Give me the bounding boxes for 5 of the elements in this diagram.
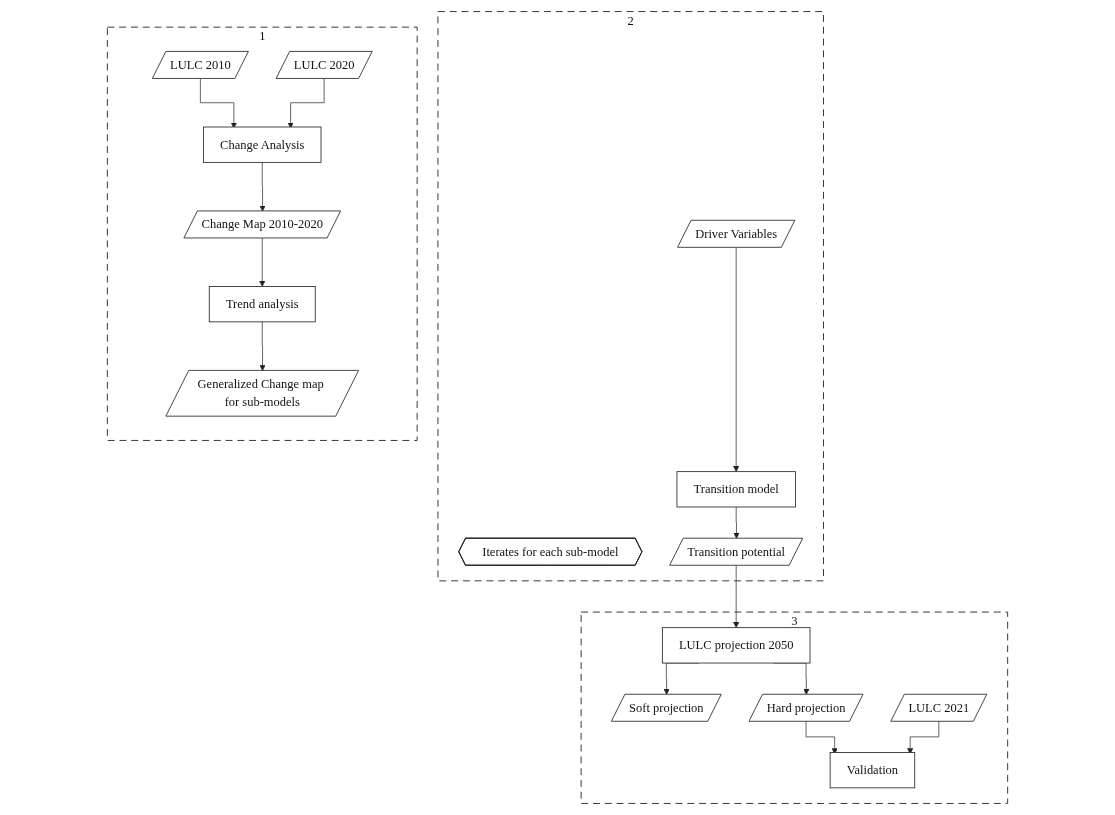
node-box: LULC projection 2050 — [661, 627, 811, 664]
node-box: Trend analysis — [208, 286, 316, 323]
node-box: Change Analysis — [203, 126, 322, 163]
node-box: Validation — [829, 752, 916, 789]
node-box: Transition model — [676, 471, 796, 508]
